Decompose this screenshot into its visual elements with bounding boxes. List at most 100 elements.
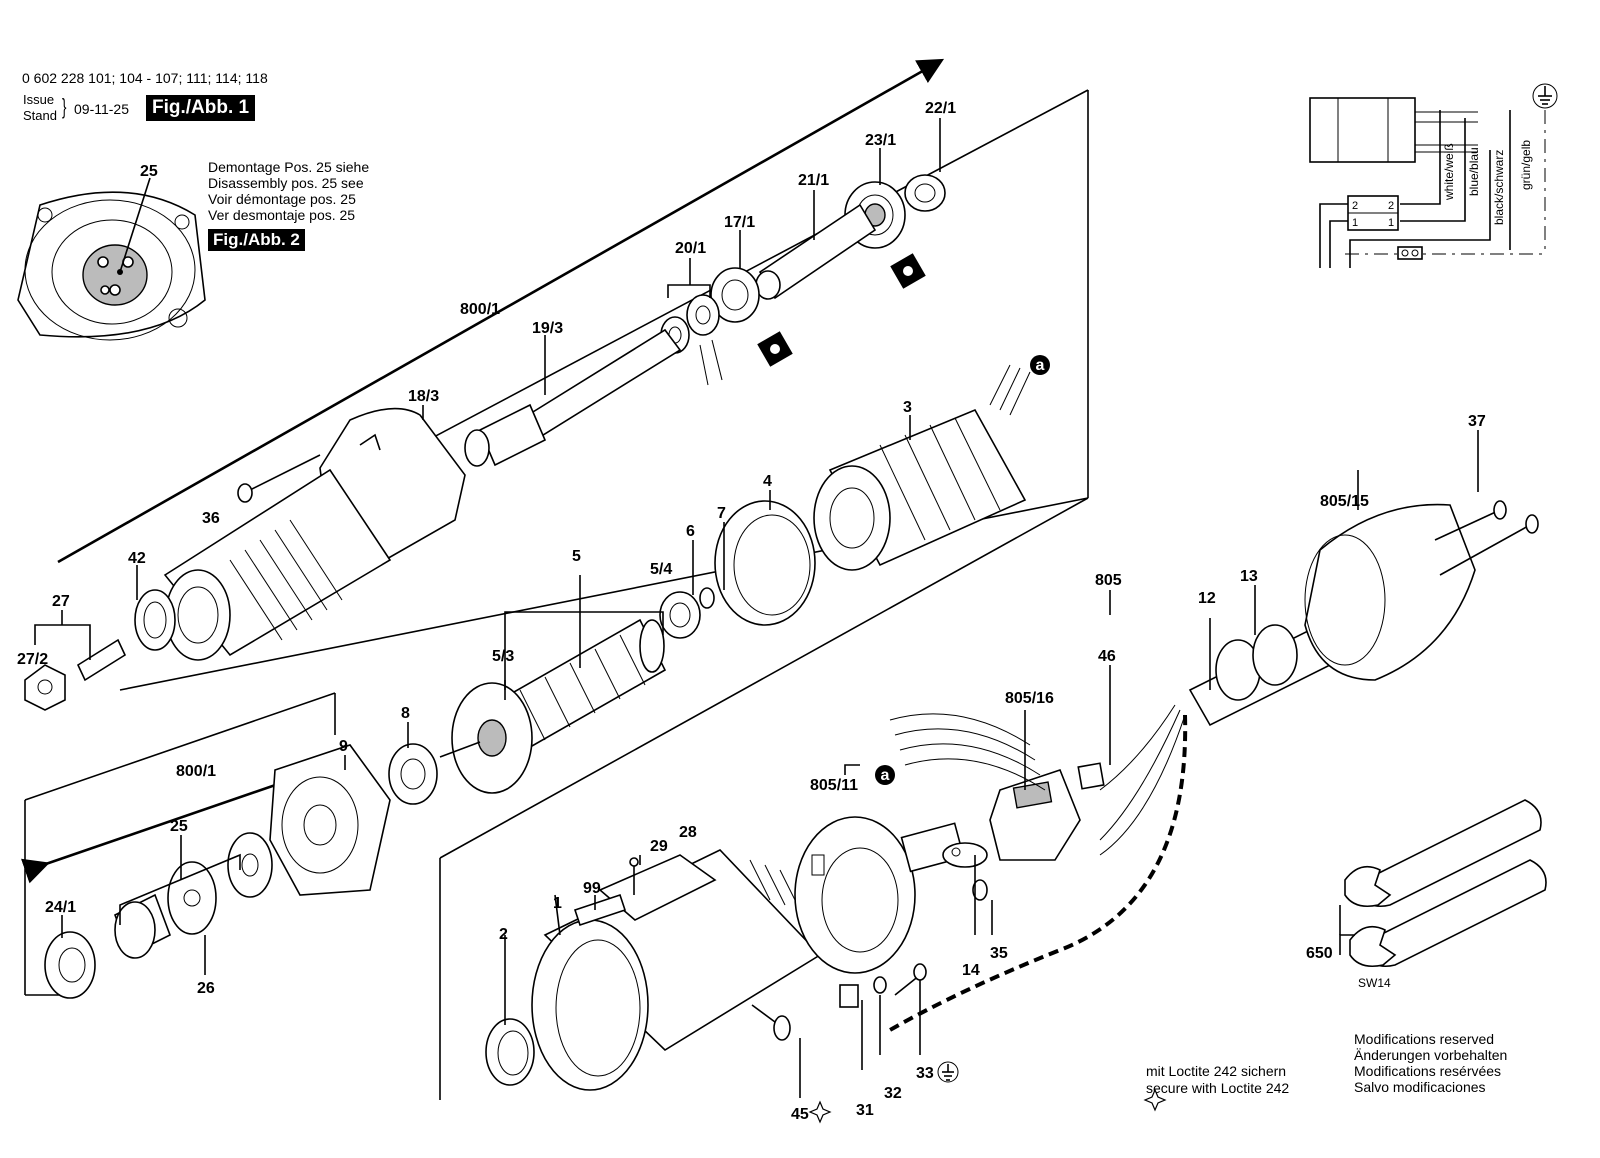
label-27-2: 27/2 xyxy=(17,651,48,668)
screw-33 xyxy=(894,963,927,996)
ring-42 xyxy=(134,589,176,651)
issue-brace: } xyxy=(62,94,67,119)
label-29: 29 xyxy=(650,838,668,855)
label-20-1: 20/1 xyxy=(675,240,706,257)
label-800-1-top: 800/1 xyxy=(460,301,500,318)
part-numbers: 0 602 228 101; 104 - 107; 111; 114; 118 xyxy=(22,70,268,86)
middle-assembly-frame xyxy=(24,692,336,996)
rear-cap-805-15 xyxy=(1304,503,1476,681)
key-pin xyxy=(711,339,723,381)
label-sw14: SW14 xyxy=(1358,976,1391,990)
connector-a-mid: a xyxy=(875,765,895,785)
field-coil-3 xyxy=(813,364,1031,571)
label-14: 14 xyxy=(962,962,980,979)
loctite-note-de: mit Loctite 242 sichern xyxy=(1146,1063,1287,1079)
wire-green-yellow: grün/gelb xyxy=(1519,140,1533,190)
label-31: 31 xyxy=(856,1102,874,1119)
connector-a-top-label: a xyxy=(1036,357,1045,374)
screw-37 xyxy=(1434,500,1539,576)
label-46: 46 xyxy=(1098,648,1116,665)
wiring-diagram xyxy=(1309,83,1558,268)
bearing-flange-9 xyxy=(269,744,391,896)
label-805-15: 805/15 xyxy=(1320,493,1369,510)
issue-label: Issue xyxy=(23,92,55,107)
label-45: 45 xyxy=(791,1106,809,1123)
label-35: 35 xyxy=(990,945,1008,962)
connector-a-top: a xyxy=(1030,355,1050,375)
label-36: 36 xyxy=(202,510,220,527)
switch-805-16 xyxy=(989,769,1081,861)
lower-assembly-frame xyxy=(439,497,1089,1100)
label-805-16: 805/16 xyxy=(1005,690,1054,707)
label-37: 37 xyxy=(1468,413,1486,430)
screw-35 xyxy=(972,879,988,901)
figure-title: Fig./Abb. 1 xyxy=(146,95,256,121)
label-26: 26 xyxy=(197,980,215,997)
loctite-star-icon xyxy=(1143,1088,1167,1112)
spindle-19-3 xyxy=(464,328,682,467)
label-1: 1 xyxy=(553,895,562,912)
screw-36 xyxy=(237,454,321,503)
label-805-11: 805/11 xyxy=(810,777,858,794)
label-17-1: 17/1 xyxy=(724,214,755,231)
stand-label: Stand xyxy=(23,108,57,123)
issue-date: 09-11-25 xyxy=(74,101,130,117)
wire-blue: blue/blau xyxy=(1467,147,1481,196)
spindle-21-1 xyxy=(755,203,877,300)
terminal-1a: 1 xyxy=(1352,217,1358,229)
ring-4 xyxy=(714,500,816,626)
brush-holder-805-11 xyxy=(794,816,965,974)
label-22-1: 22/1 xyxy=(925,100,956,117)
label-21-1: 21/1 xyxy=(798,172,829,189)
wire-bundle xyxy=(889,704,1186,856)
bearing-6 xyxy=(659,591,701,639)
shaft-26 xyxy=(113,893,172,959)
label-650: 650 xyxy=(1306,945,1333,962)
capacitor-46 xyxy=(1077,762,1105,790)
connector-a-mid-label: a xyxy=(881,767,890,784)
wire-white: white/weiß xyxy=(1442,143,1456,201)
terminal-2a: 2 xyxy=(1352,200,1358,212)
drive-part-25a xyxy=(227,832,273,898)
terminal-1b: 1 xyxy=(1388,217,1394,229)
disassembly-note: Demontage Pos. 25 siehe Disassembly pos.… xyxy=(208,159,369,223)
mod-line-es: Salvo modificaciones xyxy=(1354,1079,1486,1095)
collet-27 xyxy=(76,638,127,682)
modifications-note: Modifications reserved Änderungen vorbeh… xyxy=(1354,1031,1507,1095)
nameplate-28 xyxy=(573,854,717,927)
circlip-7 xyxy=(699,587,715,609)
ground-wire xyxy=(889,714,1188,1032)
grease-symbol-1 xyxy=(757,331,793,367)
terminal-31 xyxy=(839,984,859,1008)
cable-clip-14 xyxy=(942,842,988,868)
screw-45 xyxy=(751,1004,791,1041)
spanner-650 xyxy=(1344,799,1547,968)
label-23-1: 23/1 xyxy=(865,132,896,149)
label-42: 42 xyxy=(128,550,146,567)
mod-line-de: Änderungen vorbehalten xyxy=(1354,1047,1508,1063)
grease-symbol-2 xyxy=(890,253,926,289)
loctite-note-en: secure with Loctite 242 xyxy=(1146,1080,1290,1096)
label-32: 32 xyxy=(884,1085,902,1102)
loctite-star-icon-45 xyxy=(808,1100,832,1124)
label-99: 99 xyxy=(583,880,601,897)
figure-ref: Fig./Abb. 2 xyxy=(208,229,305,251)
label-2: 2 xyxy=(499,926,508,943)
mod-line-en: Modifications reserved xyxy=(1354,1031,1495,1047)
label-28: 28 xyxy=(679,824,697,841)
terminal-2b: 2 xyxy=(1388,200,1394,212)
rivet-29 xyxy=(629,857,639,895)
label-33: 33 xyxy=(916,1065,934,1082)
label-25-top: 25 xyxy=(140,163,158,180)
label-4: 4 xyxy=(763,473,772,490)
bearing-8 xyxy=(388,743,438,805)
label-19-3: 19/3 xyxy=(532,320,563,337)
fan-5-3 xyxy=(439,682,533,794)
nut-27-2 xyxy=(24,664,66,711)
ground-icon-33 xyxy=(937,1061,959,1083)
label-5-3: 5/3 xyxy=(492,648,514,665)
washer-32 xyxy=(873,976,887,994)
label-12: 12 xyxy=(1198,590,1216,607)
bearing-24-1 xyxy=(44,931,96,999)
seal-ring-2 xyxy=(485,1018,535,1086)
